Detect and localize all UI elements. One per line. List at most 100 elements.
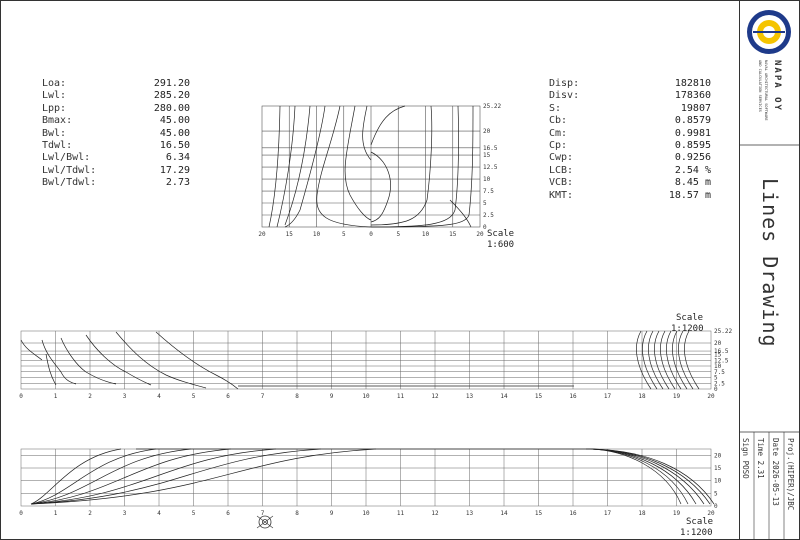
profile-station-tick: 7 xyxy=(261,393,265,400)
profile-fwd-buttock xyxy=(678,330,694,390)
profile-station-tick: 1 xyxy=(54,393,58,400)
coefficient-value: 0.8595 xyxy=(674,140,711,152)
body-plan-aft-section xyxy=(362,105,372,161)
particular-row: Bmax: 45.00 xyxy=(42,115,190,127)
waterlines-station-tick: 20 xyxy=(707,510,715,517)
waterline-aft-curve xyxy=(30,448,322,505)
coefficient-label: Disp: xyxy=(549,78,580,89)
body-plan-y-tick: 20 xyxy=(483,128,491,135)
waterlines-station-tick: 1 xyxy=(54,510,58,517)
profile-station-tick: 20 xyxy=(707,393,715,400)
particular-value: 17.29 xyxy=(159,164,190,176)
waterlines-station-tick: 5 xyxy=(192,510,196,517)
profile-y-tick: 0 xyxy=(714,386,718,393)
profile-fwd-buttock xyxy=(648,330,664,390)
profile-station-tick: 15 xyxy=(535,393,543,400)
particular-value: 291.20 xyxy=(153,78,190,89)
coefficient-value: 2.54 % xyxy=(674,164,711,176)
particular-label: Bwl: xyxy=(42,127,67,139)
waterlines-station-tick: 14 xyxy=(500,510,508,517)
title-block: NAPA OY NAVAL ARCHITECTURAL SOFTWARE AND… xyxy=(739,0,800,540)
profile-scale-value: 1:1200 xyxy=(671,324,704,334)
particular-label: Tdwl: xyxy=(42,140,73,152)
profile-station-tick: 17 xyxy=(604,393,612,400)
particular-label: Bmax: xyxy=(42,115,73,127)
profile-station-tick: 2 xyxy=(88,393,92,400)
body-plan-y-tick: 10 xyxy=(483,176,491,183)
profile-aft-buttock xyxy=(41,339,77,385)
particular-row: Lwl/Tdwl: 17.29 xyxy=(42,165,190,177)
particular-label: Lwl/Bwl: xyxy=(42,152,91,164)
waterlines-station-tick: 12 xyxy=(431,510,439,517)
date-field: Date 2026-05-13 xyxy=(771,438,780,506)
coefficient-label: VCB: xyxy=(549,177,574,189)
waterlines-station-tick: 18 xyxy=(638,510,646,517)
particular-value: 6.34 xyxy=(165,152,190,164)
body-plan-x-tick: 10 xyxy=(422,231,430,238)
waterlines-scale-label: Scale xyxy=(686,517,713,527)
waterline-aft-curve xyxy=(30,448,377,505)
body-plan-y-tick: 16.5 xyxy=(483,145,498,152)
profile-station-tick: 3 xyxy=(123,393,127,400)
waterlines-y-tick: 15 xyxy=(714,465,722,472)
body-plan-x-tick: 0 xyxy=(369,231,373,238)
waterlines-station-tick: 6 xyxy=(226,510,230,517)
body-plan-aft-section xyxy=(344,105,372,221)
particular-row: Bwl: 45.00 xyxy=(42,128,190,140)
waterlines-station-tick: 10 xyxy=(362,510,370,517)
profile-y-tick: 12.5 xyxy=(714,357,729,364)
body-plan-x-tick: 15 xyxy=(286,231,294,238)
particular-value: 45.00 xyxy=(159,127,190,139)
particular-label: Lpp: xyxy=(42,102,67,114)
coefficient-label: S: xyxy=(549,102,562,114)
profile-station-tick: 12 xyxy=(431,393,439,400)
waterlines-station-tick: 9 xyxy=(330,510,334,517)
coefficient-row: Disv:178360 xyxy=(549,90,711,102)
body-plan-y-tick: 7.5 xyxy=(483,188,494,195)
profile-aft-buttock xyxy=(85,334,152,386)
waterlines-y-tick: 20 xyxy=(714,452,722,459)
waterline-fwd-curve xyxy=(585,448,705,505)
body-plan-x-tick: 10 xyxy=(313,231,321,238)
particular-value: 285.20 xyxy=(153,90,190,102)
waterlines-station-tick: 19 xyxy=(673,510,681,517)
profile-y-tick: 2.5 xyxy=(714,380,725,387)
profile-station-tick: 6 xyxy=(226,393,230,400)
coefficient-value: 8.45 m xyxy=(674,177,711,189)
body-plan-y-tick: 2.5 xyxy=(483,212,494,219)
particular-value: 45.00 xyxy=(159,115,190,127)
profile-y-tick: 10 xyxy=(714,363,722,370)
profile-fwd-buttock xyxy=(642,330,658,390)
body-plan-fwd-section xyxy=(370,105,474,228)
coefficient-value: 0.8579 xyxy=(674,115,711,127)
coefficient-row: VCB: 8.45 m xyxy=(549,177,711,189)
coefficient-label: LCB: xyxy=(549,164,574,176)
profile-station-tick: 19 xyxy=(673,393,681,400)
company-tagline-1: NAVAL ARCHITECTURAL SOFTWARE xyxy=(764,60,768,121)
profile-aft-buttock xyxy=(115,331,207,389)
profile-fwd-buttock xyxy=(684,330,700,390)
profile-station-tick: 13 xyxy=(466,393,474,400)
profile-fwd-buttock xyxy=(636,330,652,390)
coefficient-row: LCB: 2.54 % xyxy=(549,165,711,177)
coefficient-row: Disp:182810 xyxy=(549,78,711,90)
waterlines-y-tick: 5 xyxy=(714,490,718,497)
body-plan-x-tick: 20 xyxy=(476,231,484,238)
body-plan-fwd-section xyxy=(370,105,459,228)
waterlines-scale-value: 1:1200 xyxy=(680,528,713,538)
profile-y-tick: 15 xyxy=(714,352,722,359)
profile-station-tick: 18 xyxy=(638,393,646,400)
waterlines-y-tick: 10 xyxy=(714,478,722,485)
body-plan-y-tick: 15 xyxy=(483,152,491,159)
profile-aft-buttock xyxy=(20,339,43,361)
company-tagline-2: AND CALCULATION SERVICES xyxy=(758,60,762,112)
body-plan-aft-section xyxy=(284,105,326,228)
profile-aft-buttock xyxy=(60,337,117,385)
body-plan-aft-section xyxy=(276,105,296,228)
profile-scale-label: Scale xyxy=(676,313,703,323)
profile-station-tick: 8 xyxy=(295,393,299,400)
particular-row: Loa:291.20 xyxy=(42,78,190,90)
particular-label: Lwl/Tdwl: xyxy=(42,164,97,176)
